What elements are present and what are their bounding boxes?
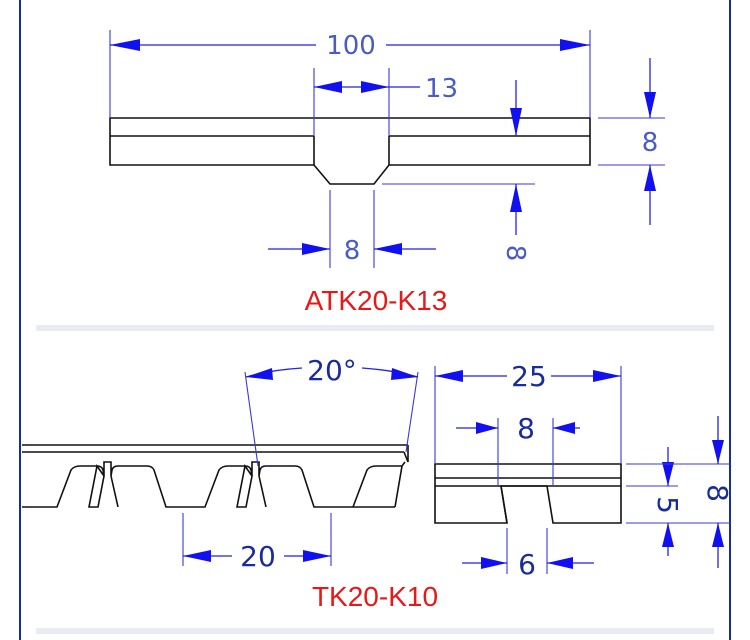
- arrow-head: [246, 368, 273, 380]
- dim-section-width-label: 25: [511, 360, 547, 393]
- arrow-head: [712, 440, 724, 464]
- arrow-head: [374, 243, 402, 255]
- arrow-head: [712, 523, 724, 547]
- arrow-head: [435, 370, 463, 382]
- belt-teeth-outline: [22, 461, 406, 508]
- arrow-head: [644, 165, 656, 191]
- top-profile-caption: ATK20-K13: [305, 285, 448, 316]
- dim-top-width-label: 13: [425, 74, 458, 104]
- dim-bottom-width-label: 6: [518, 548, 536, 581]
- arrow-head: [302, 243, 330, 255]
- dim-total-width-label: 100: [326, 31, 376, 61]
- arrow-head: [183, 550, 211, 562]
- arrow-head: [553, 422, 575, 434]
- tooth-flank: [258, 475, 267, 508]
- dim-top-width-label: 8: [517, 412, 535, 445]
- tooth-land: [88, 463, 105, 508]
- arrow-head: [476, 422, 498, 434]
- dim-total-height-label: 8: [701, 484, 734, 502]
- cross-section-outline: [434, 463, 622, 524]
- dim-bottom-width-label: 8: [344, 236, 361, 266]
- ext-line: [244, 371, 259, 467]
- arrow-head: [593, 370, 621, 382]
- arrow-head: [644, 92, 656, 118]
- top-belt-outline: [109, 117, 591, 185]
- dim-tooth-height-label: 5: [651, 496, 684, 514]
- section-divider: [36, 325, 714, 331]
- arrow-head: [391, 368, 418, 380]
- arrow-head: [662, 523, 674, 547]
- arrow-head: [303, 550, 331, 562]
- arrow-head: [510, 108, 522, 136]
- bottom-profile-cross-section: 25 8 6 5 8: [434, 360, 734, 581]
- tooth-flank: [394, 465, 403, 508]
- arrow-head: [560, 39, 590, 51]
- arrow-head: [481, 557, 507, 569]
- dim-pitch-label: 20: [240, 540, 276, 573]
- dim-tooth-height-label: 8: [500, 245, 530, 262]
- arrow-head: [547, 557, 573, 569]
- tooth-land: [236, 463, 253, 508]
- top-profile: 100 13 8 8 8 ATK20-K13: [109, 30, 665, 316]
- bottom-profile-side-view: 20 20°: [22, 354, 419, 573]
- belt-end-edge: [403, 451, 409, 463]
- arrow-head: [314, 81, 342, 93]
- arrow-head: [662, 462, 674, 486]
- ext-line: [405, 371, 419, 453]
- dim-belt-thickness-label: 8: [642, 128, 659, 158]
- tooth-flank: [110, 475, 119, 508]
- bottom-profile-caption: TK20-K10: [312, 581, 438, 612]
- groove-edge: [500, 485, 508, 524]
- section-divider-bottom: [36, 628, 714, 634]
- dim-angle-label: 20°: [307, 354, 357, 387]
- arrow-head: [361, 81, 389, 93]
- arrow-head: [110, 39, 140, 51]
- arrow-head: [510, 184, 522, 212]
